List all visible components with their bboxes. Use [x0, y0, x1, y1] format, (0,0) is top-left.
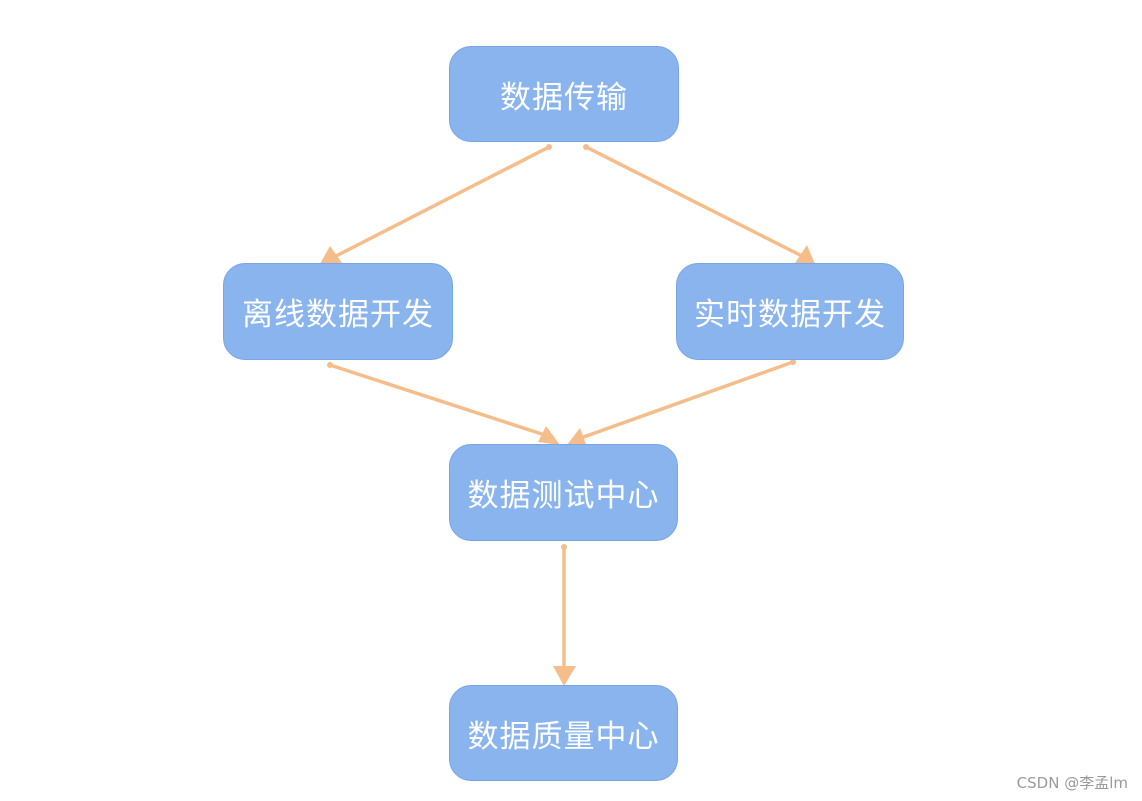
arrow-transfer-to-offline [334, 145, 551, 258]
node-data-testing-center: 数据测试中心 [449, 444, 678, 541]
dot-offline [327, 362, 333, 368]
dot-realtime [790, 359, 796, 365]
arrowhead-offline [320, 246, 342, 264]
node-data-transfer: 数据传输 [449, 46, 679, 142]
dot-transfer-left [546, 144, 552, 150]
arrowhead-realtime [795, 245, 815, 264]
dot-transfer-right [583, 144, 589, 150]
arrowhead-quality [553, 666, 576, 686]
watermark: CSDN @李孟lm [1016, 774, 1128, 792]
node-data-quality-center: 数据质量中心 [449, 685, 678, 781]
arrowhead-testing-right [566, 428, 586, 446]
arrow-realtime-to-testing [576, 360, 795, 441]
arrow-transfer-to-realtime [584, 145, 804, 258]
arrow-offline-to-testing [328, 363, 550, 438]
arrowhead-testing-left [538, 426, 560, 445]
node-realtime-data-dev: 实时数据开发 [676, 263, 904, 360]
dot-testing [561, 544, 567, 550]
node-offline-data-dev: 离线数据开发 [223, 263, 453, 360]
